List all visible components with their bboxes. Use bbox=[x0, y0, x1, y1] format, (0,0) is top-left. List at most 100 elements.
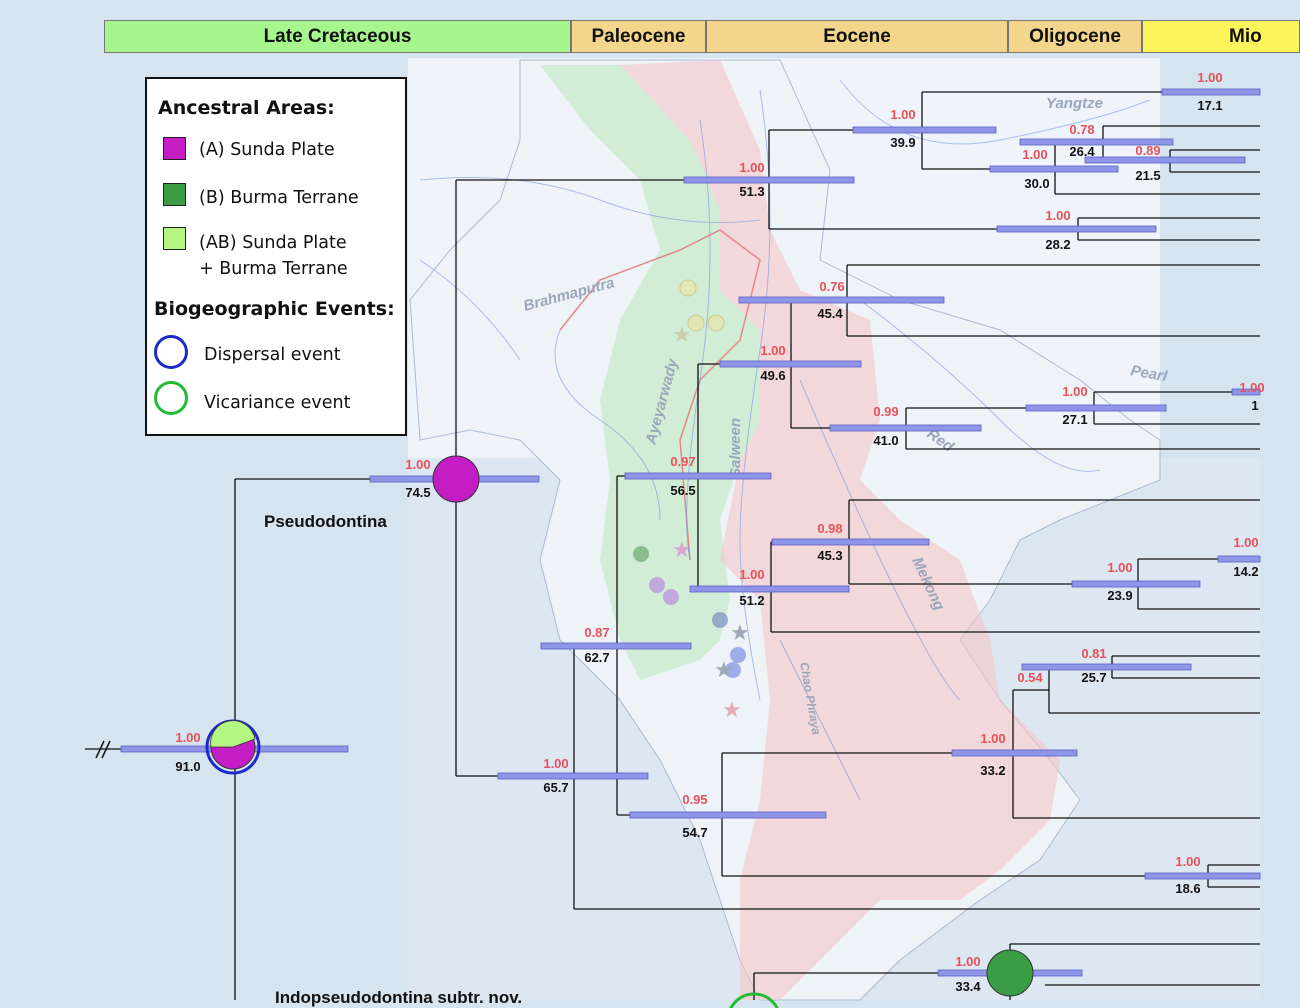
svg-text:★: ★ bbox=[714, 657, 734, 682]
sunda-burma-swatch bbox=[163, 227, 186, 250]
clade-label-pseudodontina: Pseudodontina bbox=[264, 512, 387, 531]
legend-area-b: (B) Burma Terrane bbox=[199, 188, 359, 208]
age-hpd-bar bbox=[1144, 872, 1261, 880]
pie-node-pseudodontina bbox=[432, 455, 480, 503]
age-hpd-bar bbox=[629, 811, 827, 819]
node-support: 0.98 bbox=[817, 521, 842, 536]
sample-point bbox=[633, 546, 649, 562]
node-age: 26.4 bbox=[1069, 144, 1095, 159]
node-support: 1.00 bbox=[760, 343, 785, 358]
node-age: 33.2 bbox=[980, 763, 1005, 778]
age-hpd-bar bbox=[497, 772, 649, 780]
node-support: 0.89 bbox=[1135, 143, 1160, 158]
node-age: 62.7 bbox=[584, 650, 609, 665]
age-hpd-bar bbox=[1084, 156, 1246, 164]
node-support: 1.00 bbox=[739, 567, 764, 582]
node-support: 0.87 bbox=[584, 625, 609, 640]
sample-point bbox=[649, 577, 665, 593]
age-hpd-bar bbox=[1019, 138, 1174, 146]
node-age: 23.9 bbox=[1107, 588, 1132, 603]
sunda-plate-region bbox=[620, 60, 1060, 1000]
age-hpd-bar bbox=[1021, 663, 1192, 671]
period-oligocene: Oligocene bbox=[1008, 20, 1142, 53]
node-support: 1.00 bbox=[980, 731, 1005, 746]
node-support: 1.00 bbox=[890, 107, 915, 122]
sample-point bbox=[707, 314, 725, 332]
node-support: 1.00 bbox=[1107, 560, 1132, 575]
node-age: 41.0 bbox=[873, 433, 898, 448]
node-support: 0.54 bbox=[1017, 670, 1043, 685]
node-support: 0.97 bbox=[670, 454, 695, 469]
node-age: 17.1 bbox=[1197, 98, 1222, 113]
node-age: 65.7 bbox=[543, 780, 568, 795]
legend-events-title: Biogeographic Events: bbox=[154, 298, 395, 320]
node-support: 1.00 bbox=[1045, 208, 1070, 223]
node-support: 1.00 bbox=[175, 730, 200, 745]
period-eocene: Eocene bbox=[706, 20, 1008, 53]
node-age: 91.0 bbox=[175, 759, 200, 774]
age-hpd-bar bbox=[989, 165, 1119, 173]
sample-point bbox=[687, 314, 705, 332]
svg-text:★: ★ bbox=[722, 697, 742, 722]
sunda-plate-swatch bbox=[163, 137, 186, 160]
phylogenetic-tree: 1.00 91.0 1.00 74.5 1.00 51.3 1.00 39.9 1.00 17.1… bbox=[85, 70, 1265, 1008]
sample-point bbox=[725, 662, 741, 678]
age-hpd-bar bbox=[738, 296, 945, 304]
age-hpd-bar bbox=[1231, 388, 1261, 396]
age-hpd-bar bbox=[540, 642, 692, 650]
node-age: 25.7 bbox=[1081, 670, 1106, 685]
node-support: 1.00 bbox=[1062, 384, 1087, 399]
background-map: Yangtze Brahmaputra Ayeyarwady Salween P… bbox=[408, 58, 1170, 1001]
legend-area-a: (A) Sunda Plate bbox=[199, 140, 335, 160]
age-hpd-bar bbox=[951, 749, 1078, 757]
node-support: 0.78 bbox=[1069, 122, 1094, 137]
axis-break-icon bbox=[95, 740, 105, 759]
node-age: 74.5 bbox=[405, 485, 430, 500]
node-age: 39.9 bbox=[890, 135, 915, 150]
node-age: 54.7 bbox=[682, 825, 707, 840]
legend-area-ab-line2: + Burma Terrane bbox=[199, 259, 348, 279]
node-age: 1 bbox=[1251, 398, 1258, 413]
node-age: 18.6 bbox=[1175, 881, 1200, 896]
node-age: 27.1 bbox=[1062, 412, 1087, 427]
clade-label-indopseudodontina: Indopseudodontina subtr. nov. bbox=[275, 988, 523, 1007]
legend-areas-title: Ancestral Areas: bbox=[158, 97, 335, 119]
node-age: 33.4 bbox=[955, 979, 981, 994]
node-support: 0.76 bbox=[819, 279, 844, 294]
node-age: 21.5 bbox=[1135, 168, 1160, 183]
node-support: 1.00 bbox=[955, 954, 980, 969]
node-support: 1.00 bbox=[1239, 380, 1264, 395]
age-hpd-bar bbox=[996, 225, 1157, 233]
vicariance-event-ring bbox=[729, 992, 779, 1008]
node-support: 0.99 bbox=[873, 404, 898, 419]
node-age: 56.5 bbox=[670, 483, 695, 498]
sample-point bbox=[712, 612, 728, 628]
legend-box: Ancestral Areas: (A) Sunda Plate (B) Bur… bbox=[145, 77, 407, 436]
age-hpd-bar bbox=[852, 126, 997, 134]
node-age: 28.2 bbox=[1045, 237, 1070, 252]
node-support: 0.81 bbox=[1081, 646, 1106, 661]
period-paleocene: Paleocene bbox=[571, 20, 706, 53]
node-age: 51.3 bbox=[739, 184, 764, 199]
burma-terrane-region bbox=[540, 65, 760, 680]
node-support: 1.00 bbox=[1197, 70, 1222, 85]
axis-break-icon bbox=[101, 740, 111, 759]
node-support: 1.00 bbox=[1175, 854, 1200, 869]
period-late-cretaceous: Late Cretaceous bbox=[104, 20, 571, 53]
node-support: 0.95 bbox=[682, 792, 707, 807]
burma-terrane-swatch bbox=[163, 183, 186, 206]
node-age: 51.2 bbox=[739, 593, 764, 608]
node-age: 45.4 bbox=[817, 306, 843, 321]
node-age: 14.2 bbox=[1233, 564, 1258, 579]
vicariance-ring-icon bbox=[154, 381, 188, 415]
svg-text:★: ★ bbox=[672, 537, 692, 562]
age-hpd-bar bbox=[1217, 555, 1261, 563]
node-age: 49.6 bbox=[760, 368, 785, 383]
river-pearl: Pearl bbox=[1129, 362, 1169, 385]
age-hpd-bar bbox=[1025, 404, 1167, 412]
pie-node-root bbox=[205, 719, 261, 775]
sample-point bbox=[730, 647, 746, 663]
node-support: 1.00 bbox=[1022, 147, 1047, 162]
phylogeny-figure: Yangtze Brahmaputra Ayeyarwady Salween P… bbox=[85, 20, 1300, 1008]
node-support: 1.00 bbox=[739, 160, 764, 175]
